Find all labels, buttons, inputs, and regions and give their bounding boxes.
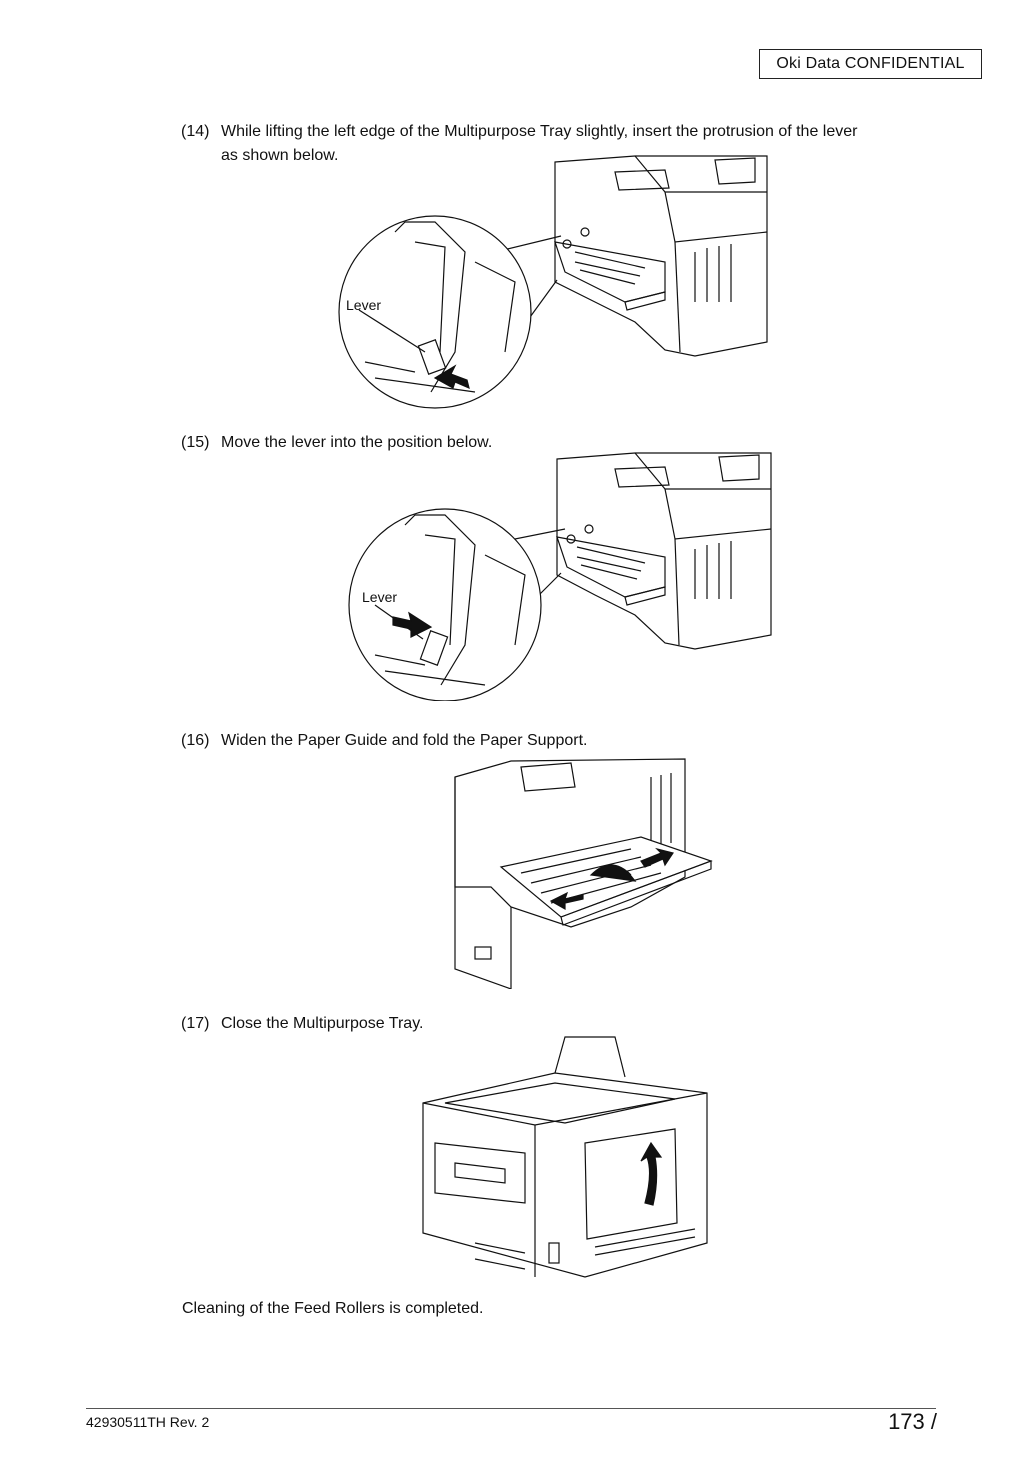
step-text: Close the Multipurpose Tray. — [221, 1015, 424, 1032]
step-text: While lifting the left edge of the Multi… — [221, 123, 858, 140]
document-id: 42930511TH Rev. 2 — [86, 1414, 210, 1430]
figure-paper-guide — [451, 757, 717, 989]
callout-lever: Lever — [362, 589, 398, 605]
step-number: (17) — [181, 1015, 210, 1032]
footer-divider — [86, 1408, 936, 1409]
step-14: (14) While lifting the left edge of the M… — [181, 120, 941, 168]
completion-message: Cleaning of the Feed Rollers is complete… — [182, 1300, 484, 1317]
figure-lever-insert — [335, 152, 775, 412]
confidential-label: Oki Data CONFIDENTIAL — [759, 49, 982, 79]
step-number: (15) — [181, 434, 210, 451]
figure-close-tray — [415, 1033, 715, 1279]
step-17: (17) Close the Multipurpose Tray. — [181, 1012, 423, 1036]
step-number: (14) — [181, 123, 210, 140]
step-16: (16) Widen the Paper Guide and fold the P… — [181, 729, 587, 753]
step-15: (15) Move the lever into the position bel… — [181, 431, 492, 455]
step-text: Widen the Paper Guide and fold the Paper… — [221, 732, 588, 749]
callout-lever: Lever — [346, 297, 382, 313]
step-text: Move the lever into the position below. — [221, 434, 493, 451]
step-number: (16) — [181, 732, 210, 749]
step-text-continued: as shown below. — [221, 147, 339, 164]
page-number: 173 / — [888, 1409, 937, 1434]
figure-lever-position — [345, 449, 775, 701]
